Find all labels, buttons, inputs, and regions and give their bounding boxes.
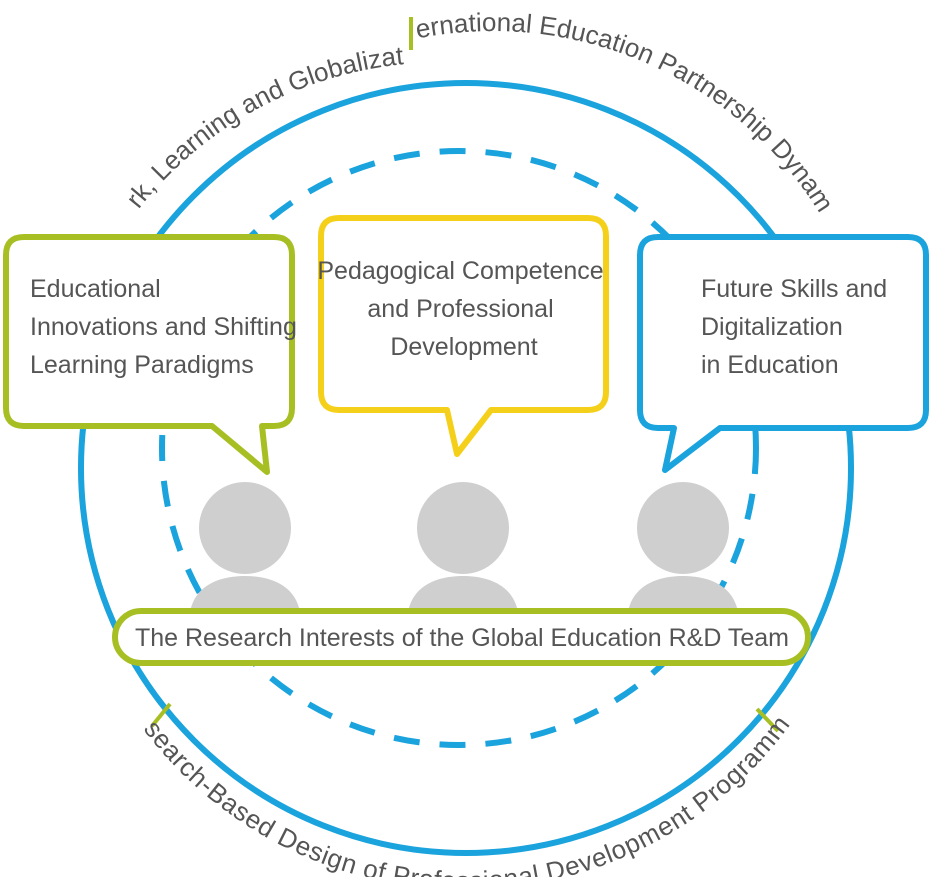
- speech-bubble-right: [637, 234, 929, 473]
- bubble-right-line-1: Future Skills and: [701, 275, 887, 303]
- bubble-right-line-2: Digitalization: [701, 313, 843, 341]
- bottom-left-divider-tick: [150, 702, 172, 728]
- arc-label-top-right: International Education Partnership Dyna…: [0, 0, 840, 217]
- person-right-icon: [628, 482, 738, 612]
- bubble-left-text: Educational Innovations and Shifting Lea…: [30, 275, 304, 379]
- bubble-left-line-2: Innovations and Shifting: [30, 313, 297, 341]
- person-center-icon: [408, 482, 518, 612]
- speech-bubble-left: [3, 234, 295, 475]
- person-left-icon: [190, 482, 300, 612]
- bubble-left-line-1: Educational: [30, 275, 161, 303]
- outer-ring: [78, 80, 854, 856]
- bubble-center-line-1: Pedagogical Competence: [317, 257, 603, 285]
- team-banner: [112, 608, 811, 666]
- bottom-right-divider-tick: [755, 707, 780, 733]
- bubble-right-line-3: in Education: [701, 351, 839, 379]
- arc-label-top-left: Work, Learning and Globalization: [0, 0, 405, 213]
- speech-bubble-center: [318, 215, 609, 457]
- bubble-left-line-3: Learning Paradigms: [30, 351, 254, 379]
- bubble-center-line-2: and Professional: [367, 295, 553, 323]
- bubble-center-line-3: Development: [390, 333, 537, 361]
- team-banner-label: The Research Interests of the Global Edu…: [135, 624, 789, 652]
- bubble-right-text: Future Skills and Digitalization in Educ…: [701, 275, 894, 379]
- inner-dashed-ring: [159, 148, 759, 748]
- bubble-center-text: Pedagogical Competence and Professional …: [317, 257, 610, 361]
